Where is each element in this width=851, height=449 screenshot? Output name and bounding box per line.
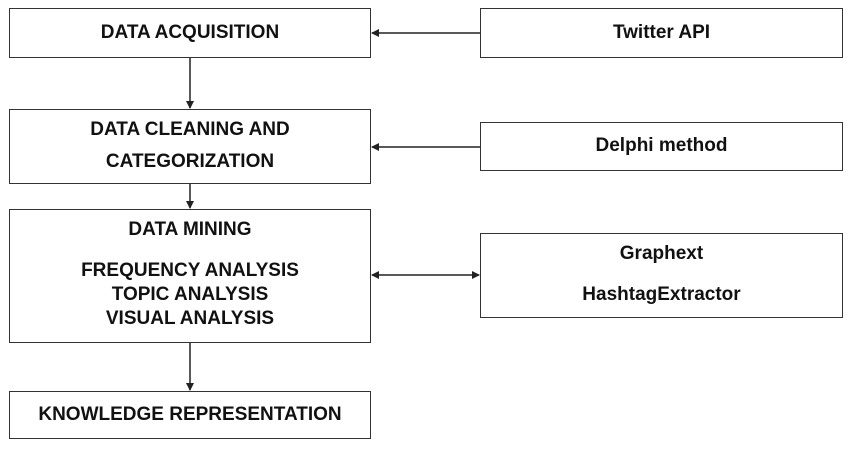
node-label: Twitter API [612, 22, 711, 43]
node-tool-hashtagextractor: HashtagExtractor [582, 284, 741, 305]
node-twitter-api: Twitter API [480, 8, 843, 58]
node-label: DATA ACQUISITION [100, 22, 280, 43]
node-item-frequency-analysis: FREQUENCY ANALYSIS [81, 260, 299, 281]
node-item-topic-analysis: TOPIC ANALYSIS [111, 284, 269, 305]
node-delphi-method: Delphi method [480, 122, 843, 171]
node-label-line-2: CATEGORIZATION [105, 151, 275, 172]
node-label: KNOWLEDGE REPRESENTATION [38, 404, 342, 425]
node-tool-graphext: Graphext [619, 243, 704, 264]
node-data-acquisition: DATA ACQUISITION [9, 8, 371, 58]
node-tools: Graphext HashtagExtractor [480, 233, 843, 318]
node-title: DATA MINING [128, 219, 252, 240]
node-label-line-1: DATA CLEANING AND [90, 119, 290, 140]
node-item-visual-analysis: VISUAL ANALYSIS [105, 308, 275, 329]
node-data-mining: DATA MINING FREQUENCY ANALYSIS TOPIC ANA… [9, 209, 371, 343]
node-knowledge-representation: KNOWLEDGE REPRESENTATION [9, 391, 371, 439]
node-label: Delphi method [595, 135, 728, 156]
node-data-cleaning: DATA CLEANING AND CATEGORIZATION [9, 109, 371, 184]
